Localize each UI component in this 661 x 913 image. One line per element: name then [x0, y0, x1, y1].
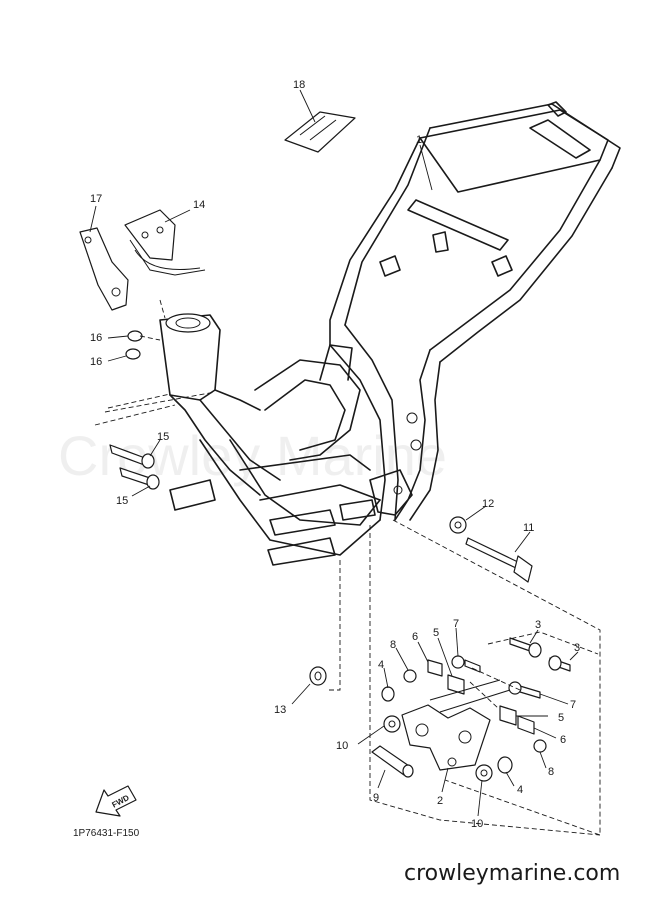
callout-18: 18 [293, 79, 305, 91]
callout-1: 1 [416, 134, 422, 146]
leader-lines [89, 89, 579, 817]
website-link[interactable]: crowleymarine.com [404, 861, 620, 886]
callout-7a: 7 [453, 618, 459, 630]
bolt-11 [465, 537, 533, 583]
callout-17: 17 [90, 193, 102, 205]
callout-16b: 16 [90, 356, 102, 368]
washer-12 [449, 516, 467, 534]
nuts-16 [125, 330, 143, 360]
callout-8b: 8 [548, 766, 554, 778]
tag-label-part [284, 111, 356, 153]
callout-5b: 5 [558, 712, 564, 724]
harness-bracket [124, 209, 206, 276]
callout-11: 11 [523, 522, 534, 534]
callout-6b: 6 [560, 734, 566, 746]
callout-12: 12 [482, 498, 494, 510]
callout-2: 2 [437, 795, 443, 807]
callout-5a: 5 [433, 627, 439, 639]
engine-mount-assembly [371, 637, 571, 782]
callout-3a: 3 [535, 619, 541, 631]
callout-labels: 18 1 17 14 16 16 15 15 12 11 7 3 5 8 6 3… [90, 79, 580, 830]
callout-4b: 4 [517, 784, 523, 796]
callout-13: 13 [274, 704, 286, 716]
callout-6a: 6 [412, 631, 418, 643]
cover-plate [79, 227, 129, 311]
callout-4a: 4 [378, 659, 384, 671]
fwd-arrow-icon: FWD [95, 785, 137, 817]
callout-9: 9 [373, 792, 379, 804]
callout-10b: 10 [471, 818, 483, 830]
bolts-15 [109, 444, 160, 490]
diagram-code: 1P76431-F150 [73, 828, 140, 839]
dashed-guides [94, 299, 601, 836]
callout-8a: 8 [390, 639, 396, 651]
watermark: Crowley Marine [58, 424, 447, 487]
main-frame [159, 101, 621, 566]
callout-3b: 3 [574, 642, 580, 654]
callout-15b: 15 [116, 495, 128, 507]
grommet-13 [309, 666, 327, 686]
callout-14: 14 [193, 199, 205, 211]
callout-15a: 15 [157, 431, 169, 443]
callout-16a: 16 [90, 332, 102, 344]
callout-7b: 7 [570, 699, 576, 711]
callout-10a: 10 [336, 740, 348, 752]
